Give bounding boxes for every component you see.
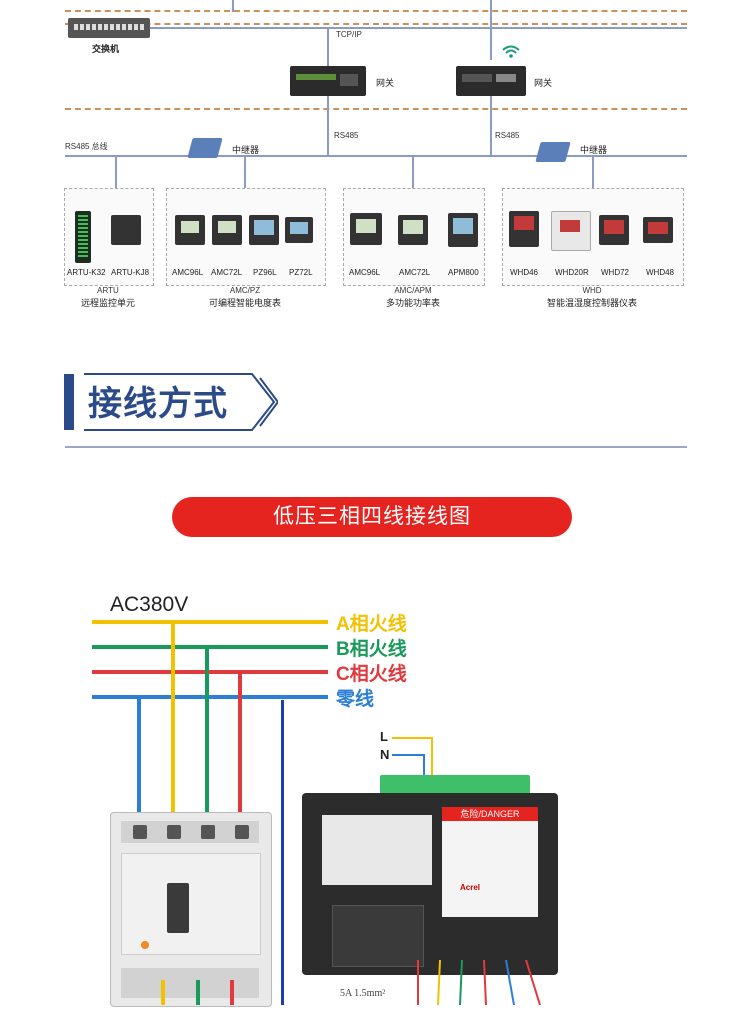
meter-device — [509, 211, 539, 247]
phase-c-drop — [238, 672, 242, 825]
terminal-n-label: N — [380, 747, 390, 762]
gateway2-rs485-line — [490, 96, 492, 156]
rs485-bus-label: RS485 总线 — [65, 142, 108, 151]
group-title: ARTU — [97, 286, 119, 295]
rs485-bus — [65, 155, 687, 157]
switch-label: 交换机 — [92, 44, 120, 54]
uplink-line-left — [232, 0, 234, 12]
meter-device — [212, 215, 242, 245]
artu-k32-device — [75, 211, 91, 263]
device-label: WHD46 — [510, 268, 539, 277]
meter-device — [249, 215, 279, 245]
device-label: APM800 — [448, 268, 479, 277]
drop-line-2 — [244, 156, 246, 188]
device-label: WHD20R — [555, 268, 589, 277]
phase-b-line — [92, 645, 328, 649]
gateway-2 — [456, 66, 526, 96]
group-subtitle: 可编程智能电度表 — [208, 298, 281, 308]
gateway1-rs485-line — [327, 96, 329, 156]
phase-b-label: B相火线 — [336, 639, 407, 660]
neutral-line — [92, 695, 328, 699]
circuit-breaker — [110, 812, 272, 1007]
wire-spec-note: 5A 1.5mm² — [340, 988, 386, 999]
repeater2-label: 中继器 — [580, 145, 608, 155]
brand-label: Acrel — [460, 883, 481, 892]
network-divider-top — [65, 10, 687, 12]
terminal-l-label: L — [380, 729, 388, 744]
gateway-1 — [290, 66, 366, 96]
device-label: WHD72 — [601, 268, 630, 277]
device-label: AMC72L — [399, 268, 431, 277]
device-label: ARTU-K32 — [67, 268, 106, 277]
device-group-artu: ARTU-K32 ARTU-KJ8 — [64, 188, 154, 286]
wifi-icon — [501, 44, 521, 58]
device-label: PZ72L — [289, 268, 313, 277]
danger-label: 危险/DANGER — [442, 807, 538, 821]
device-group-amc-apm: AMC96L AMC72L APM800 — [343, 188, 485, 286]
device-group-whd: WHD46 WHD20R WHD72 WHD48 — [502, 188, 684, 286]
phase-c-line — [92, 670, 328, 674]
artu-kj8-device — [111, 215, 141, 245]
meter-device — [175, 215, 205, 245]
device-label: PZ96L — [253, 268, 277, 277]
network-switch — [68, 18, 150, 38]
uplink-line-right — [490, 0, 492, 60]
group-subtitle: 远程监控单元 — [80, 298, 135, 308]
section-accent-bar — [64, 374, 74, 430]
meter-device — [643, 217, 673, 243]
meter-device — [448, 213, 478, 247]
wiring-banner: 低压三相四线接线图 — [172, 497, 572, 537]
drop-line-4 — [592, 156, 594, 188]
phase-b-drop — [205, 647, 209, 825]
group-title: AMC/PZ — [229, 286, 261, 295]
breaker-out-b — [196, 980, 200, 1005]
phase-c-label: C相火线 — [336, 664, 407, 685]
rs485-label-a: RS485 — [334, 131, 359, 140]
meter-device — [398, 215, 428, 245]
breaker-out-c — [230, 980, 234, 1005]
phase-a-line — [92, 620, 328, 624]
gateway1-uplink — [327, 27, 329, 67]
section-title: 接线方式 — [88, 385, 228, 423]
voltage-label: AC380V — [110, 593, 189, 616]
device-group-amc-pz: AMC96L AMC72L PZ96L PZ72L — [166, 188, 326, 286]
meter-device — [350, 213, 382, 245]
tcpip-label: TCP/IP — [336, 30, 362, 39]
device-label: AMC72L — [211, 268, 243, 277]
meter-output-wires — [410, 959, 550, 1006]
meter-device — [285, 217, 313, 243]
section-divider — [65, 446, 687, 448]
device-label: ARTU-KJ8 — [111, 268, 150, 277]
neutral-drop — [137, 697, 141, 825]
group-title: AMC/APM — [394, 286, 432, 295]
device-label: AMC96L — [349, 268, 381, 277]
repeater-2 — [535, 142, 571, 162]
power-meter: 危险/DANGER Acrel — [302, 775, 558, 975]
network-divider-top-2 — [65, 23, 687, 25]
phase-a-drop — [171, 622, 175, 825]
repeater-1 — [187, 138, 223, 158]
drop-line-1 — [115, 156, 117, 188]
gateway2-label: 网关 — [534, 78, 553, 88]
neutral-bypass-wire — [281, 700, 284, 1005]
phase-a-label: A相火线 — [336, 614, 407, 635]
device-label: AMC96L — [172, 268, 204, 277]
meter-device — [599, 215, 629, 245]
group-subtitle: 多功能功率表 — [385, 298, 440, 308]
device-label: WHD48 — [646, 268, 675, 277]
group-subtitle: 智能温湿度控制器仪表 — [546, 298, 637, 308]
network-divider-mid — [65, 108, 687, 110]
tcpip-bus — [150, 27, 687, 29]
group-title: WHD — [582, 286, 602, 295]
meter-device — [551, 211, 591, 251]
gateway1-label: 网关 — [376, 78, 395, 88]
drop-line-3 — [412, 156, 414, 188]
breaker-out-a — [161, 980, 165, 1005]
neutral-label: 零线 — [336, 689, 375, 710]
repeater1-label: 中继器 — [232, 145, 260, 155]
rs485-label-b: RS485 — [495, 131, 520, 140]
